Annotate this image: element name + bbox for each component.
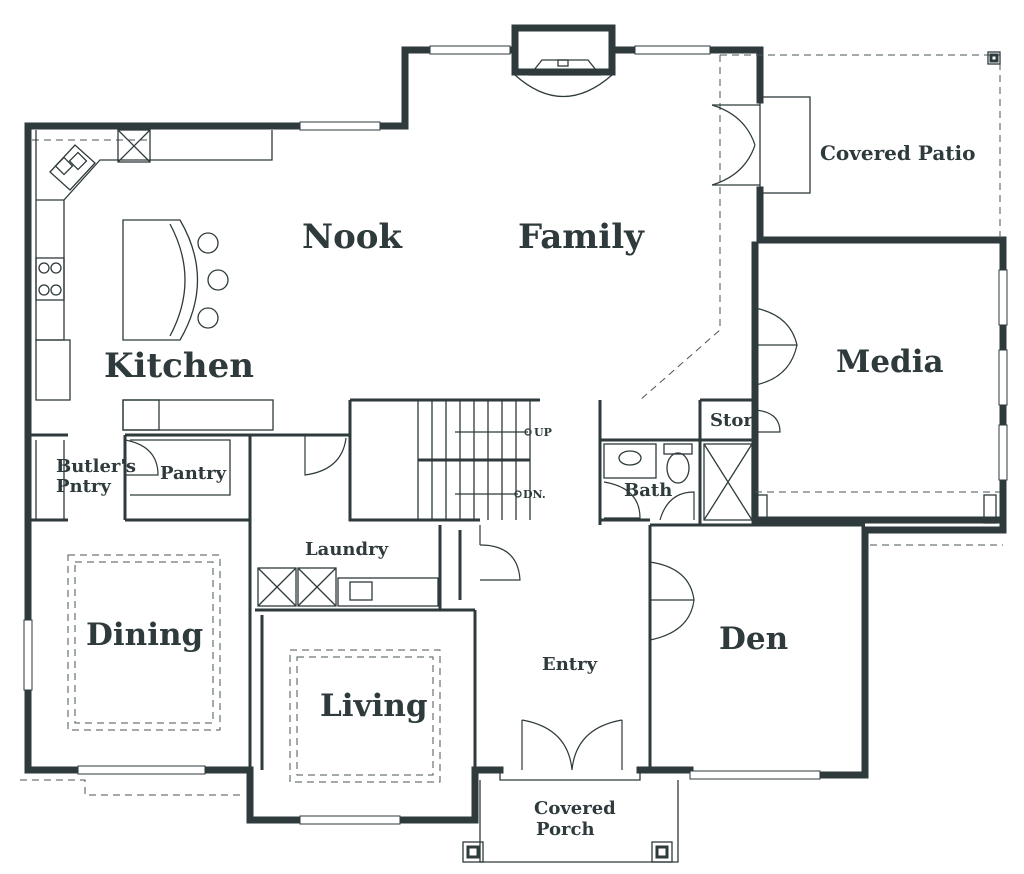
stairs [417,400,532,520]
label-covered-porch-line1: Covered [534,798,616,819]
windows [23,45,1008,825]
doors [124,96,811,771]
label-stair-up: UP [534,426,552,439]
fireplace [514,59,613,97]
label-entry: Entry [542,654,598,675]
label-den: Den [719,621,788,657]
laundry-fixtures [257,567,439,607]
label-dining: Dining [86,617,203,653]
label-covered-patio: Covered Patio [820,141,975,165]
overhead-lines [20,54,1003,796]
bath-fixtures [603,443,753,521]
covered-porch-structure [462,51,1001,863]
room-labels: Nook Family Covered Patio Kitchen Media … [56,141,975,840]
label-pantry: Pantry [160,463,227,484]
label-bath: Bath [624,480,672,501]
label-stair-down: DN. [523,488,546,501]
label-laundry: Laundry [305,539,389,560]
label-kitchen: Kitchen [104,346,254,386]
label-nook: Nook [302,217,403,257]
label-living: Living [320,688,428,724]
pantry-shelves [35,439,231,520]
kitchen-fixtures [35,129,274,431]
label-covered-porch-line2: Porch [536,819,595,840]
label-butlers-pantry-line2: Pntry [56,476,111,497]
label-media: Media [836,344,944,380]
label-family: Family [518,217,645,257]
label-butlers-pantry-line1: Butler's [56,456,136,477]
label-stor: Stor. [710,410,757,431]
